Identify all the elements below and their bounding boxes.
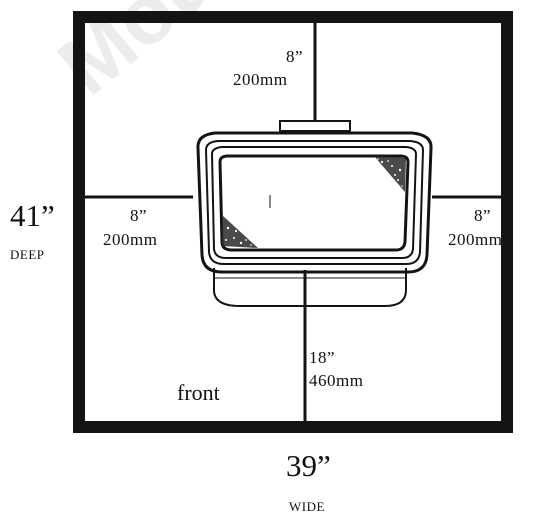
left-clearance-inches: 8” (130, 206, 148, 225)
stove-top-view-icon (196, 120, 433, 307)
width-label: WIDE (289, 499, 325, 514)
width-value: 39” (286, 448, 331, 483)
depth-label: DEEP (10, 247, 45, 262)
top-clearance-inches: 8” (286, 47, 304, 66)
hearth-outline (73, 11, 513, 433)
front-label: front (177, 380, 220, 405)
speckle-dots (225, 158, 403, 246)
left-clearance-mm: 200mm (103, 230, 158, 249)
top-clearance-mm: 200mm (233, 70, 288, 89)
front-clearance-inches: 18” (309, 348, 336, 367)
right-clearance-mm: 200mm (448, 230, 503, 249)
depth-value: 41” (10, 198, 55, 233)
glass-corner-texture (222, 156, 406, 248)
front-clearance-mm: 460mm (309, 371, 364, 390)
right-clearance-inches: 8” (474, 206, 492, 225)
